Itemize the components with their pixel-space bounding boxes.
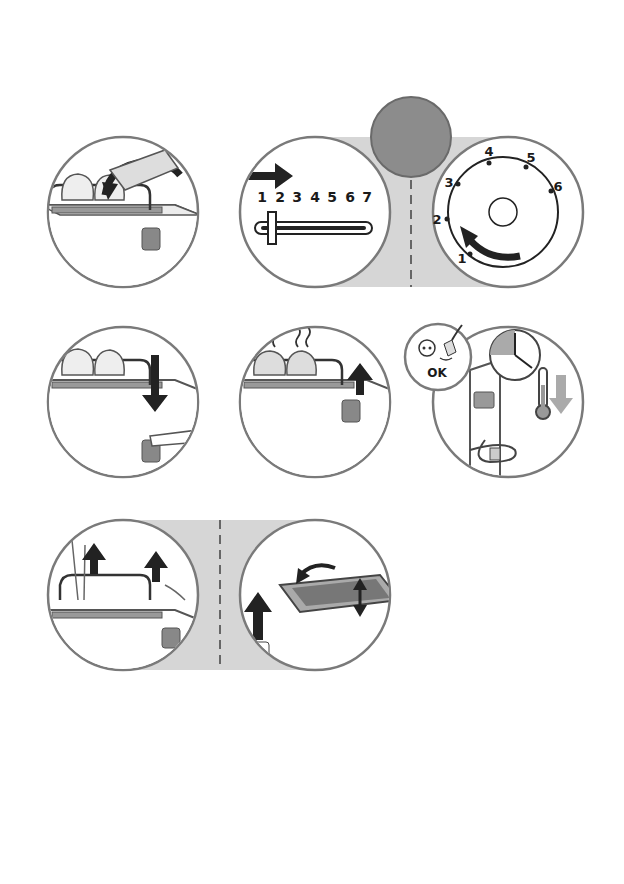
press-lever-scene — [40, 349, 200, 480]
scale-number: 2 — [432, 213, 441, 226]
crumb-tray-scene — [244, 565, 400, 660]
plug-inset — [405, 324, 471, 390]
scale-number: 5 — [327, 190, 337, 204]
scale-number: 2 — [275, 190, 285, 204]
browning-dial — [445, 157, 559, 267]
scale-number: 6 — [345, 190, 355, 204]
toast-ready-scene — [232, 327, 392, 480]
scale-number: 7 — [362, 190, 372, 204]
scale-number: 3 — [292, 190, 302, 204]
dashed-divider — [219, 520, 221, 670]
scale-number: 6 — [553, 180, 562, 193]
scale-number: 3 — [444, 176, 453, 189]
grey-disc — [371, 97, 451, 177]
scale-number: 1 — [457, 252, 466, 265]
scale-number: 1 — [257, 190, 267, 204]
dashed-divider — [410, 180, 412, 287]
browning-slider — [245, 163, 372, 244]
ok-mark: OK — [427, 367, 447, 379]
unplug-cool-scene — [470, 330, 573, 480]
toaster-rack-scene — [40, 150, 200, 300]
scale-number: 5 — [526, 151, 535, 164]
remove-rack-scene — [40, 540, 200, 680]
socket-plug — [419, 325, 462, 360]
scale-number: 4 — [310, 190, 320, 204]
scale-number: 4 — [484, 145, 493, 158]
